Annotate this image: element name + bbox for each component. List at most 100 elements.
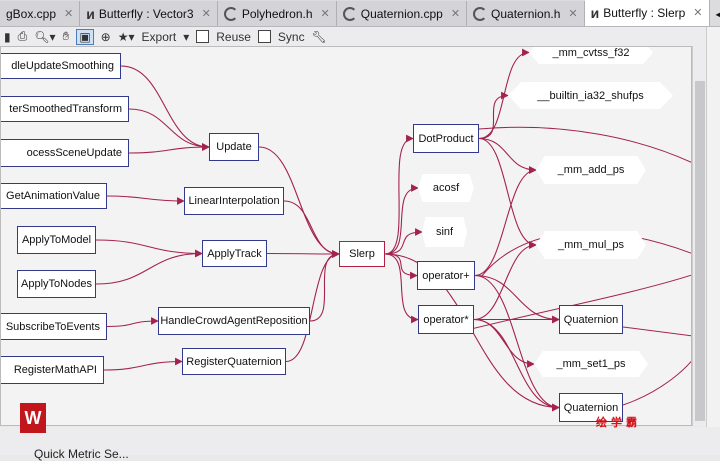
graph-node[interactable]: GetAnimationValue (0, 183, 107, 209)
graph-node[interactable]: ApplyTrack (202, 240, 267, 267)
status-bar: Quick Metric Se... (0, 427, 720, 455)
graph-node[interactable]: ApplyToNodes (17, 270, 96, 298)
call-graph-canvas[interactable]: dleUpdateSmoothing terSmoothedTransform … (0, 46, 692, 426)
close-icon[interactable]: ✕ (321, 7, 330, 20)
c-file-icon (343, 7, 357, 21)
graph-node[interactable]: DotProduct (413, 124, 479, 153)
node-label: _mm_set1_ps (556, 358, 625, 370)
node-label: _mm_cvtss_f32 (552, 47, 629, 59)
node-label: RegisterMathAPI (14, 364, 97, 376)
tab-scroll[interactable]: ◀▶≡ (710, 1, 720, 26)
graph-node[interactable]: ApplyToModel (17, 226, 96, 254)
graph-edge-dot-to-shufps (479, 96, 508, 139)
graph-node[interactable]: LinearInterpolation (184, 187, 284, 215)
copy-icon[interactable]: ▮ (4, 30, 11, 44)
zoom-icon[interactable]: 🔍︎▾ (34, 30, 55, 44)
graph-node[interactable]: dleUpdateSmoothing (0, 53, 121, 79)
node-label: Quaternion (564, 314, 618, 326)
graph-edge-n7-to-crowd (107, 321, 158, 327)
tab-polyhedron-h[interactable]: Polyhedron.h ✕ (218, 1, 337, 26)
graph-node[interactable]: RegisterQuaternion (182, 348, 286, 375)
tab-quaternion-h[interactable]: Quaternion.h ✕ (467, 1, 585, 26)
graph-icon: ᴎ (86, 6, 95, 22)
node-label: __builtin_ia32_shufps (537, 90, 643, 102)
tab-label: gBox.cpp (6, 7, 56, 21)
scrollbar-thumb[interactable] (695, 81, 705, 421)
node-label: dleUpdateSmoothing (11, 60, 114, 72)
node-label: Quaternion (564, 402, 618, 414)
sync-checkbox[interactable] (258, 30, 271, 43)
node-label: GetAnimationValue (6, 190, 100, 202)
graph-edge-n3-to-update (129, 147, 209, 153)
vertical-scrollbar[interactable] (692, 46, 706, 426)
node-label: Update (216, 141, 251, 153)
graph-node-external[interactable]: __builtin_ia32_shufps (508, 82, 673, 109)
graph-edge-crowd-to-slerp (310, 254, 339, 321)
node-label: HandleCrowdAgentReposition (160, 315, 307, 327)
graph-edge-n6-to-applytrack (96, 254, 202, 285)
tab-quaternion-cpp[interactable]: Quaternion.cpp ✕ (337, 1, 467, 26)
tab-gbox-cpp[interactable]: gBox.cpp ✕ (0, 1, 80, 26)
node-label: operator* (423, 314, 468, 326)
close-icon[interactable]: ✕ (693, 6, 702, 19)
graph-node[interactable]: HandleCrowdAgentReposition (158, 307, 310, 335)
export-dropdown-icon[interactable]: ▾ (183, 30, 189, 44)
graph-node[interactable]: terSmoothedTransform (0, 96, 129, 122)
status-text: Quick Metric Se... (34, 447, 129, 461)
node-label: _mm_add_ps (558, 164, 625, 176)
graph-node-external[interactable]: _mm_set1_ps (534, 351, 648, 377)
tab-label: Quaternion.cpp (361, 7, 443, 21)
node-label: acosf (433, 182, 459, 194)
graph-edge-slerp-to-opmul (385, 254, 418, 320)
star-icon[interactable]: ★▾ (118, 30, 135, 44)
node-label: _mm_mul_ps (558, 239, 624, 251)
close-icon[interactable]: ✕ (202, 7, 211, 20)
tab-bar: gBox.cpp ✕ ᴎ Butterfly : Vector3 ✕ Polyhedr… (0, 0, 720, 27)
tab-label: Polyhedron.h (242, 7, 313, 21)
chevron-left-icon[interactable]: ◀ (716, 7, 720, 21)
zoom-fit-icon[interactable]: ⊕ (101, 30, 111, 44)
watermark-text: 绘学霸 (596, 414, 641, 430)
tab-label: Quaternion.h (491, 7, 560, 21)
print-icon[interactable]: ⎙ (18, 29, 28, 44)
wrench-icon[interactable]: 🔧︎ (312, 30, 327, 44)
close-icon[interactable]: ✕ (64, 7, 73, 20)
node-label: SubscribeToEvents (6, 321, 100, 333)
reuse-checkbox[interactable] (196, 30, 209, 43)
graph-node[interactable]: operator* (418, 305, 474, 334)
tab-label: Butterfly : Vector3 (99, 7, 194, 21)
graph-edge-lerp-to-slerp (284, 201, 339, 254)
node-label: ApplyToModel (22, 234, 91, 246)
graph-edge-dot-to-addps (479, 139, 536, 171)
graph-edge-slerp-to-dot (385, 139, 413, 255)
graph-node-external[interactable]: _mm_cvtss_f32 (529, 46, 653, 64)
graph-node[interactable]: operator+ (417, 261, 475, 290)
graph-node[interactable]: SubscribeToEvents (0, 313, 107, 340)
close-icon[interactable]: ✕ (451, 7, 460, 20)
node-label: terSmoothedTransform (9, 103, 122, 115)
select-icon[interactable]: ▣ (76, 29, 93, 45)
graph-edge-n4-to-lerp (107, 196, 184, 201)
node-label: ApplyToNodes (21, 278, 92, 290)
graph-node-external[interactable]: sinf (422, 217, 467, 247)
node-label: RegisterQuaternion (186, 356, 281, 368)
watermark-logo: W (20, 403, 46, 433)
graph-edge-n5-to-applytrack (96, 240, 202, 254)
node-label: sinf (436, 226, 453, 238)
node-label: ocessSceneUpdate (27, 147, 122, 159)
graph-node[interactable]: Quaternion (559, 305, 623, 334)
graph-node-external[interactable]: _mm_mul_ps (536, 231, 646, 259)
hand-icon[interactable]: ✋︎ (62, 29, 69, 44)
graph-node-selected[interactable]: Slerp (339, 241, 385, 267)
graph-edge-applytrack-to-slerp (267, 254, 339, 255)
graph-node[interactable]: RegisterMathAPI (0, 356, 104, 384)
graph-node-external[interactable]: acosf (418, 174, 474, 202)
graph-node[interactable]: Update (209, 133, 259, 161)
graph-edge-opplus-to-quat2 (475, 276, 559, 408)
close-icon[interactable]: ✕ (568, 7, 577, 20)
tab-butterfly-vector3[interactable]: ᴎ Butterfly : Vector3 ✕ (80, 1, 218, 26)
export-button[interactable]: Export (142, 30, 177, 44)
graph-node[interactable]: ocessSceneUpdate (0, 139, 129, 167)
graph-node-external[interactable]: _mm_add_ps (536, 156, 646, 184)
